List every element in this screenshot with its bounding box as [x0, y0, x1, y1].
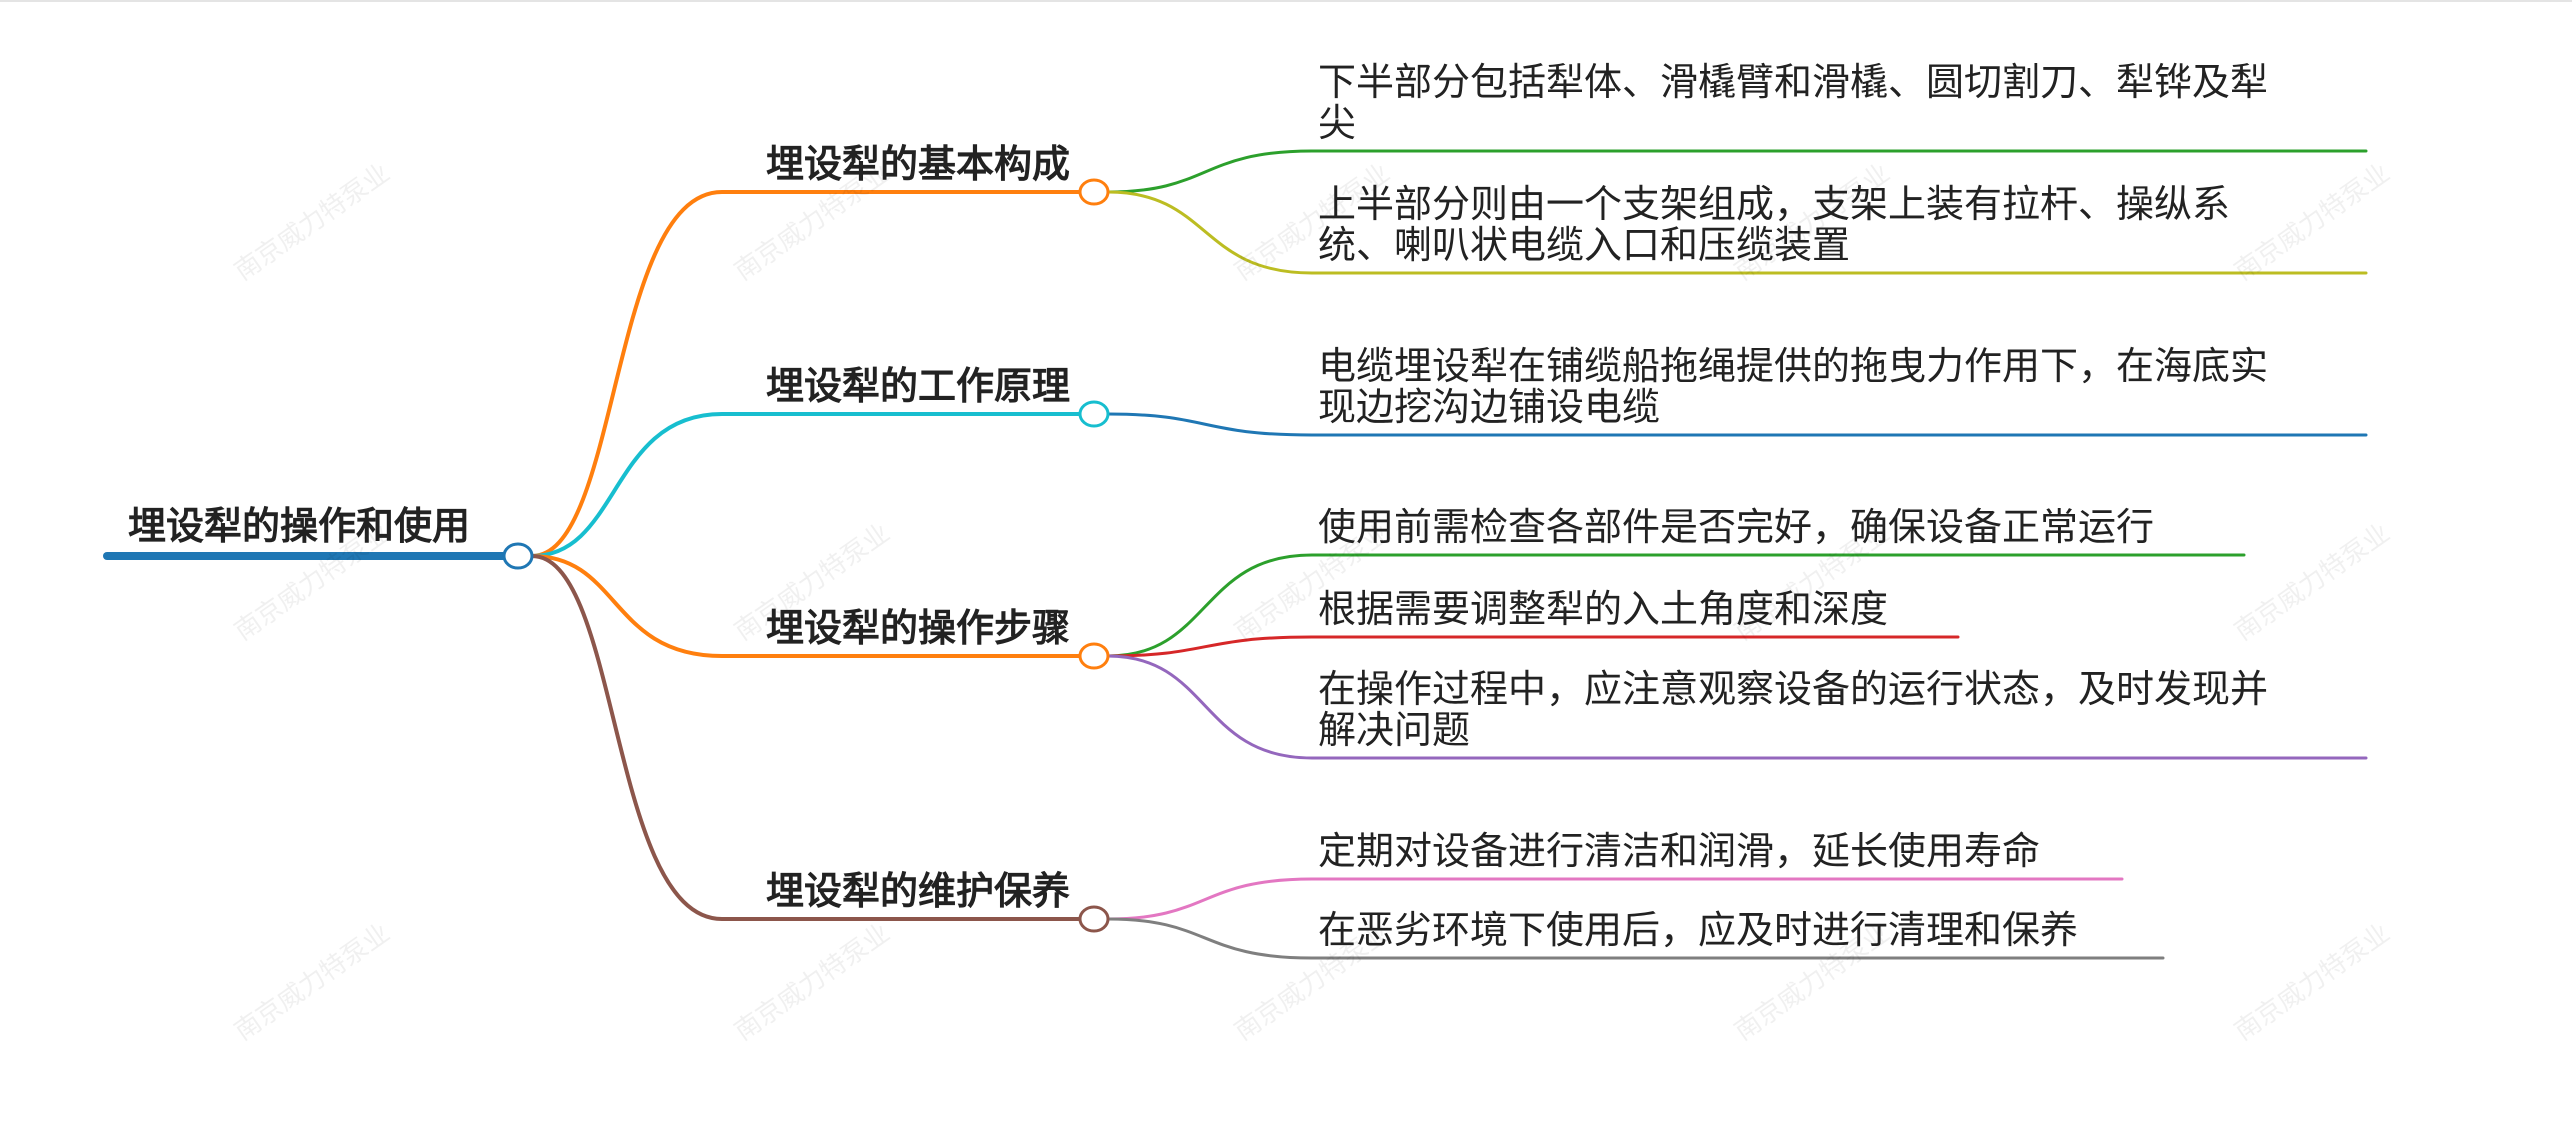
- leaf-connector: [1106, 635, 1960, 658]
- branch-connector: [530, 554, 1082, 658]
- leaf-connector: [1106, 553, 2246, 658]
- leaf-node-text[interactable]: 上半部分则由一个支架组成，支架上装有拉杆、操纵系: [1318, 182, 2231, 226]
- branch-connector: [530, 190, 1082, 558]
- branch-collapse-toggle[interactable]: [1078, 642, 1110, 670]
- leaf-node-text[interactable]: 现边挖沟边铺设电缆: [1318, 385, 1661, 429]
- branch-collapse-toggle[interactable]: [1078, 400, 1110, 428]
- leaf-connector: [1106, 877, 2124, 921]
- root-collapse-toggle[interactable]: [502, 542, 534, 570]
- leaf-node-text[interactable]: 解决问题: [1318, 708, 1471, 752]
- leaf-node-text[interactable]: 统、喇叭状电缆入口和压缆装置: [1318, 223, 1851, 267]
- leaf-connector: [1106, 917, 2165, 960]
- leaf-node-text[interactable]: 在恶劣环境下使用后，应及时进行清理和保养: [1318, 908, 2079, 952]
- branch-connector: [530, 554, 1082, 921]
- leaf-connector: [1106, 190, 2368, 275]
- leaf-connector: [1106, 412, 2368, 437]
- leaf-connector: [1106, 654, 2368, 760]
- branch-node-text[interactable]: 埋设犁的维护保养: [765, 869, 1070, 913]
- leaf-node-text[interactable]: 尖: [1318, 101, 1357, 145]
- branch-node-text[interactable]: 埋设犁的操作步骤: [765, 606, 1070, 650]
- branch-collapse-toggle[interactable]: [1078, 178, 1110, 206]
- root-node-text[interactable]: 埋设犁的操作和使用: [128, 504, 471, 548]
- leaf-node-text[interactable]: 使用前需检查各部件是否完好，确保设备正常运行: [1318, 505, 2155, 549]
- leaf-node-text[interactable]: 电缆埋设犁在铺缆船拖绳提供的拖曳力作用下，在海底实: [1318, 344, 2269, 388]
- branch-node-text[interactable]: 埋设犁的工作原理: [765, 364, 1070, 408]
- leaf-node-text[interactable]: 在操作过程中，应注意观察设备的运行状态，及时发现并: [1318, 667, 2269, 711]
- branch-node-text[interactable]: 埋设犁的基本构成: [765, 142, 1070, 186]
- leaf-connector: [1106, 149, 2368, 194]
- leaf-node-text[interactable]: 定期对设备进行清洁和润滑，延长使用寿命: [1318, 829, 2041, 873]
- branch-collapse-toggle[interactable]: [1078, 905, 1110, 933]
- leaf-node-text[interactable]: 下半部分包括犁体、滑橇臂和滑橇、圆切割刀、犁铧及犁: [1318, 60, 2269, 104]
- branch-connector: [530, 412, 1082, 558]
- leaf-node-text[interactable]: 根据需要调整犁的入土角度和深度: [1318, 587, 1889, 631]
